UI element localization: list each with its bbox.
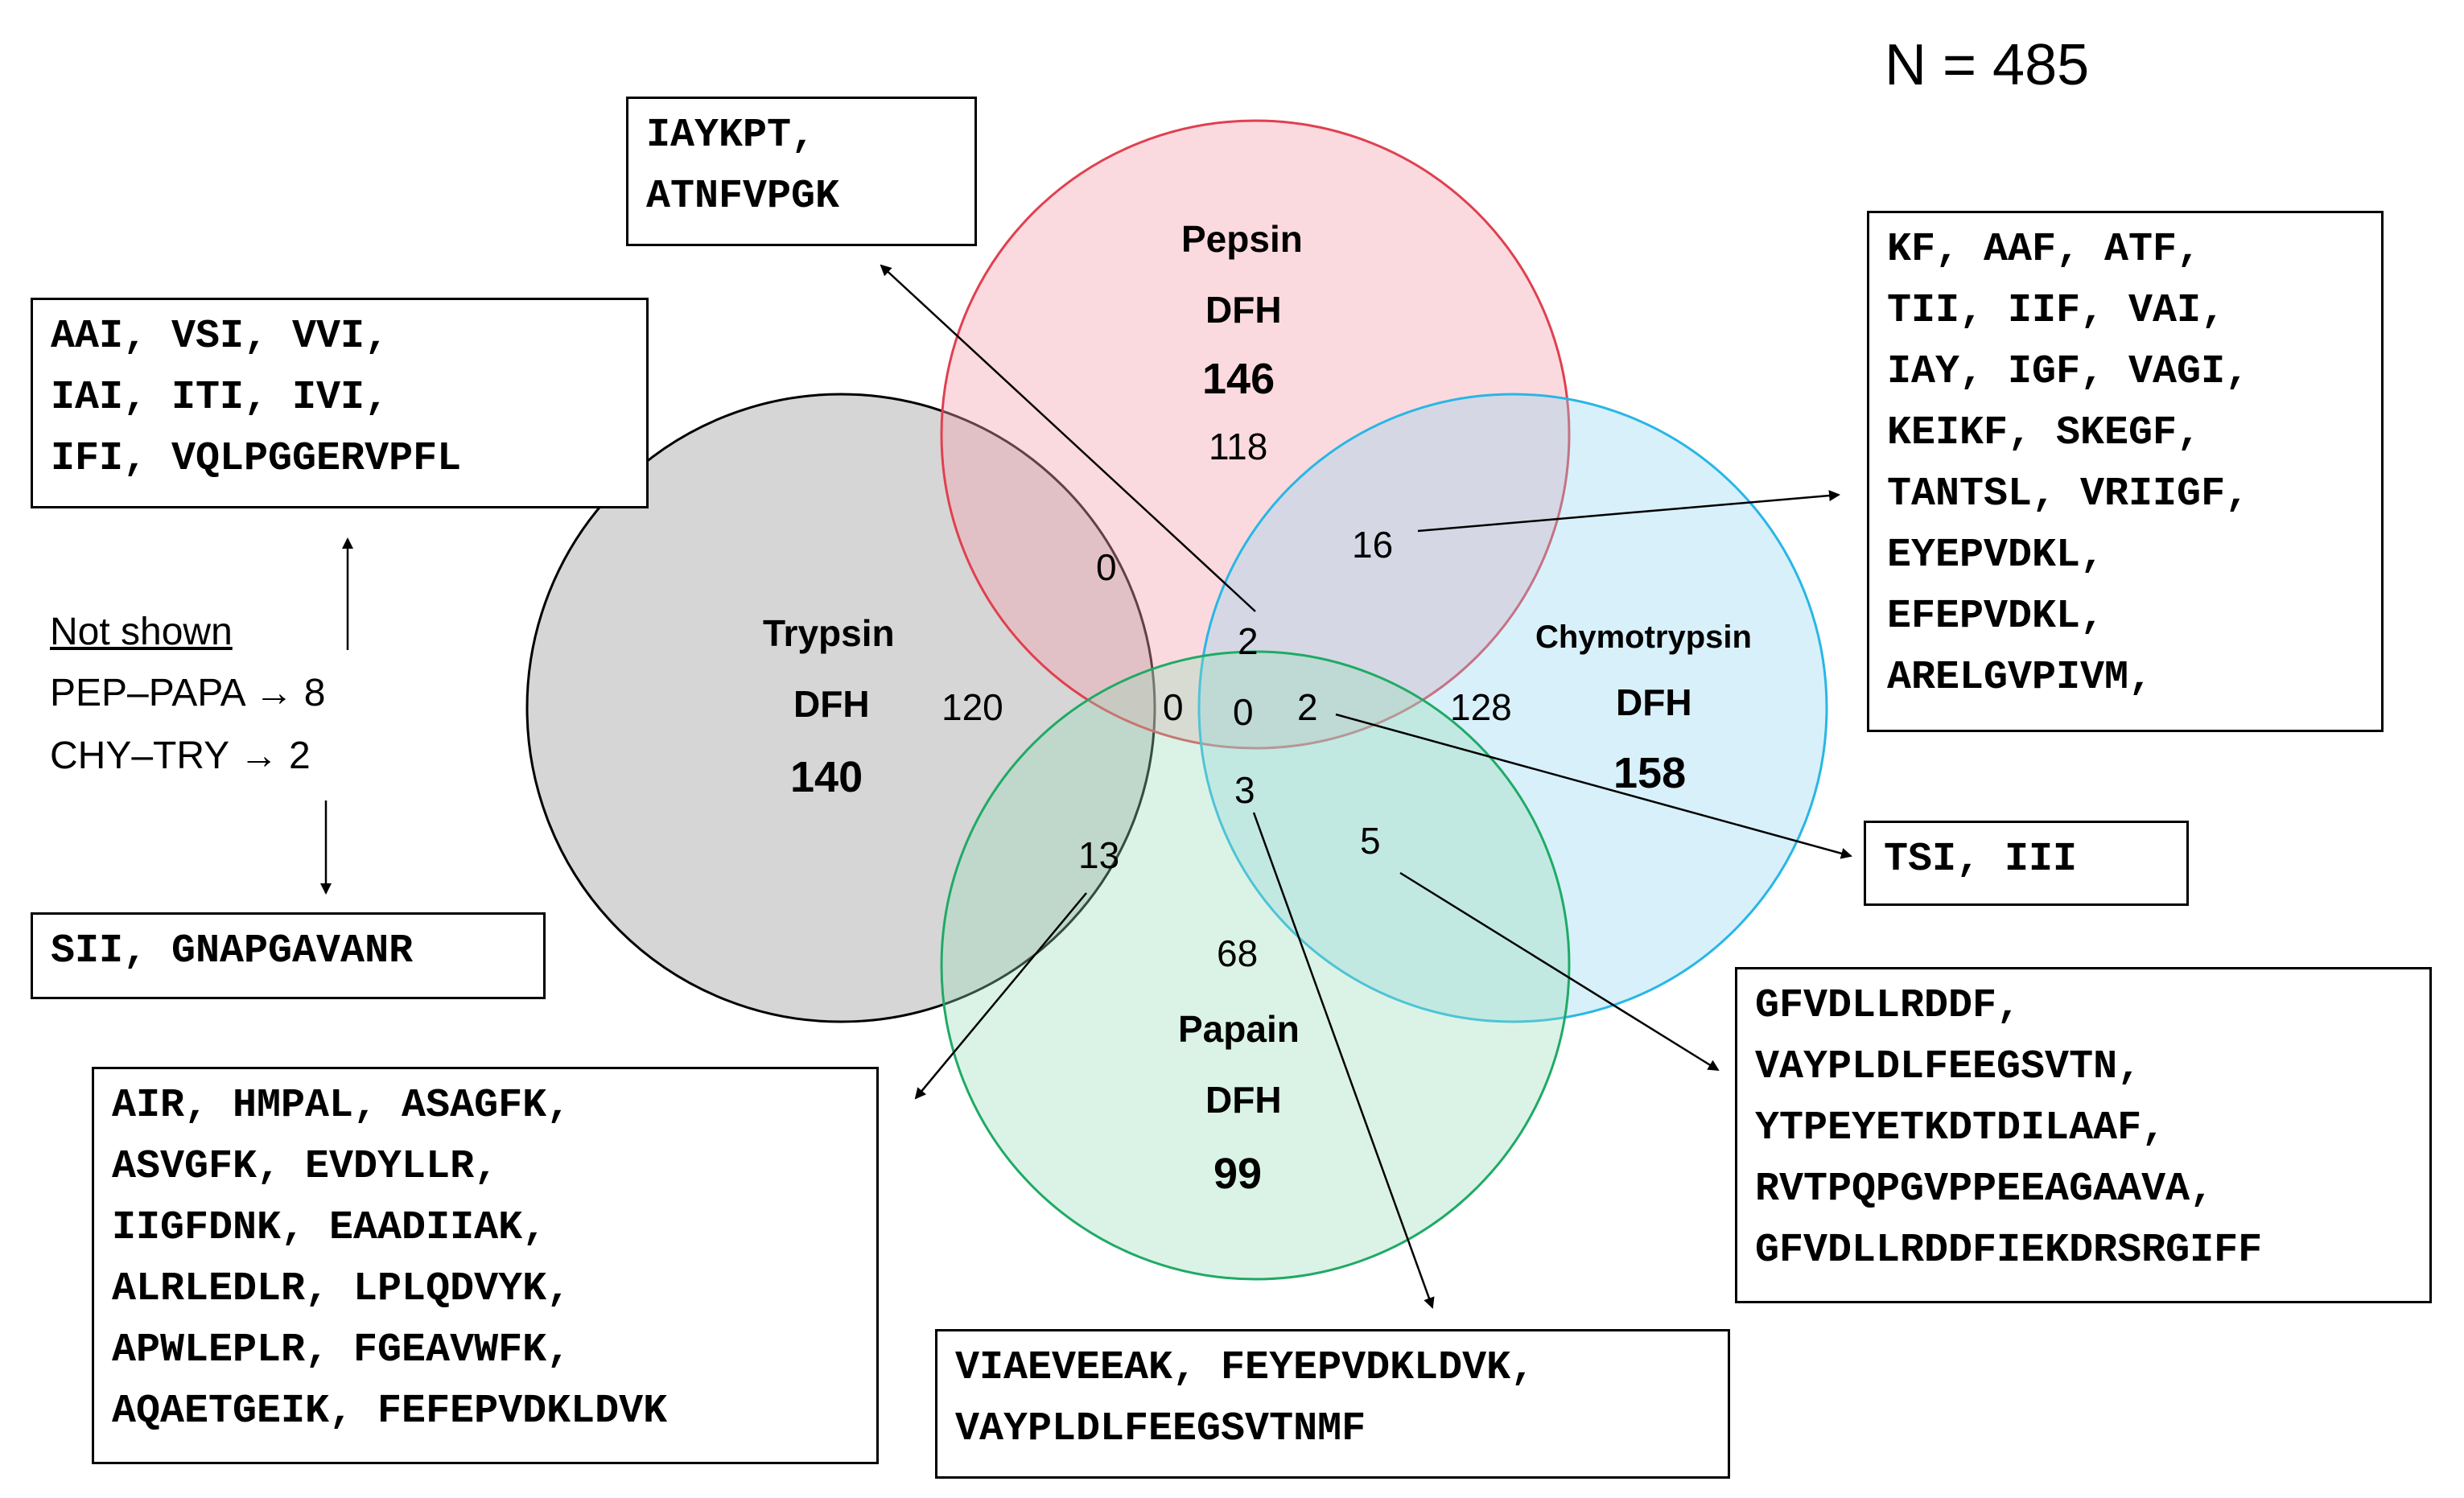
overlap-try-pap-pep: 0	[1163, 686, 1184, 728]
trypsin-dfh-label: DFH	[793, 683, 870, 725]
arrow-to-chy-pap-box	[1399, 871, 1720, 1072]
peptide-box-pep-try-chy: IAYKPT,ATNFVPGK	[626, 97, 977, 246]
arrow-to-pep-chy-box	[1417, 490, 1840, 533]
trypsin-name: Trypsin	[763, 612, 895, 654]
papain-unique-count: 68	[1217, 932, 1259, 974]
pepsin-total: 146	[1202, 355, 1275, 403]
peptide-box-chy-try: SII, GNAPGAVANR	[31, 912, 546, 999]
overlap-try-pap: 13	[1078, 834, 1120, 876]
trypsin-total: 140	[790, 753, 863, 801]
chymotrypsin-name: Chymotrypsin	[1535, 619, 1752, 655]
pepsin-dfh-label: DFH	[1205, 289, 1282, 331]
trypsin-unique-count: 120	[942, 686, 1003, 728]
chymotrypsin-total: 158	[1613, 749, 1687, 797]
peptide-box-chy-pap: GFVDLLRDDF,VAYPLDLFEEGSVTN,YTPEYETKDTDIL…	[1735, 967, 2432, 1303]
total-count: N = 485	[1885, 33, 2090, 97]
papain-name: Papain	[1178, 1008, 1300, 1050]
peptide-box-pep-chy-pap: TSI, III	[1864, 821, 2189, 906]
overlap-pep-chy-pap: 2	[1297, 686, 1318, 728]
overlap-try-chy-pap: 3	[1234, 769, 1255, 811]
not-shown-chy-try: CHY–TRY → 2	[50, 735, 311, 777]
chymotrypsin-dfh-label: DFH	[1616, 681, 1692, 723]
overlap-pep-try-chy: 2	[1238, 620, 1259, 662]
peptide-box-pep-chy: KF, AAF, ATF,TII, IIF, VAI,IAY, IGF, VAG…	[1867, 211, 2384, 732]
trypsin-circle	[525, 393, 1156, 1023]
peptide-box-pep-papa: AAI, VSI, VVI,IAI, ITI, IVI,IFI, VQLPGGE…	[31, 298, 649, 508]
peptide-box-try-chy-pap: VIAEVEEAK, FEYEPVDKLDVK,VAYPLDLFEEGSVTNM…	[935, 1329, 1730, 1479]
overlap-pep-try: 0	[1096, 546, 1117, 588]
overlap-chy-pap: 5	[1360, 820, 1381, 862]
not-shown-title: Not shown	[50, 611, 233, 653]
not-shown-pep-papa: PEP–PAPA → 8	[50, 672, 326, 714]
pepsin-circle	[940, 119, 1571, 750]
papain-circle	[940, 650, 1571, 1281]
peptide-box-try-pap: AIR, HMPAL, ASAGFK,ASVGFK, EVDYLLR,IIGFD…	[92, 1067, 879, 1464]
papain-dfh-label: DFH	[1205, 1079, 1282, 1121]
arrow-to-pep-chy-pap-box	[1335, 713, 1852, 859]
arrow-to-try-chy-pap-box	[1252, 812, 1435, 1309]
arrow-to-pep-try-chy-box	[880, 264, 1256, 612]
papain-total: 99	[1213, 1150, 1263, 1198]
chymotrypsin-unique-count: 128	[1450, 686, 1512, 728]
chymotrypsin-circle	[1197, 393, 1828, 1023]
overlap-pep-chy: 16	[1352, 524, 1394, 566]
arrow-to-try-pap-box	[914, 892, 1087, 1100]
pepsin-name: Pepsin	[1181, 218, 1303, 260]
overlap-all-four: 0	[1233, 691, 1254, 733]
pepsin-unique-count: 118	[1209, 426, 1268, 467]
